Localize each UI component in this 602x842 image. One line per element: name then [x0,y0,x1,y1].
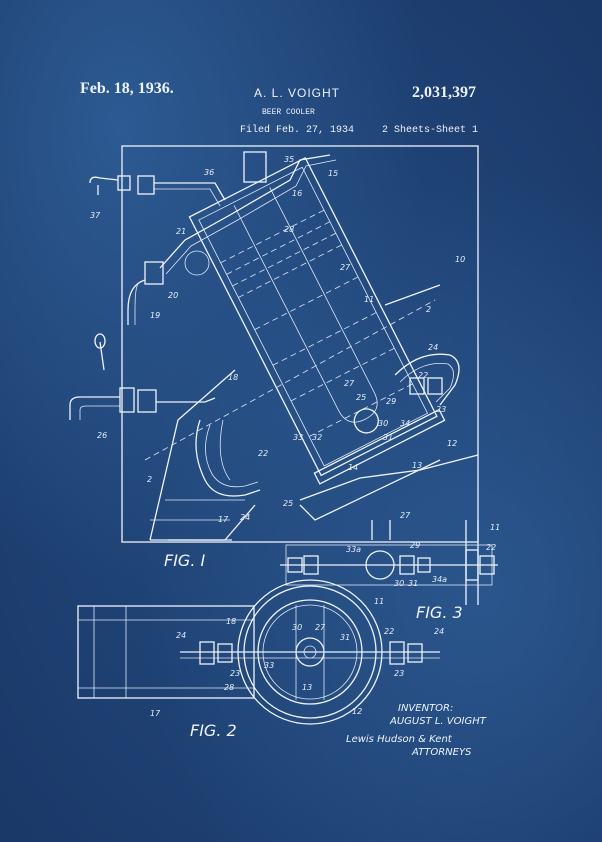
fig1-outer-cabinet [121,145,479,543]
fig1-top-fitting [243,151,267,183]
fig1-label: FIG. I [164,551,205,570]
svg-text:15: 15 [328,169,338,178]
svg-text:12: 12 [352,707,362,716]
svg-text:18: 18 [226,617,236,626]
fig1-tank [188,157,446,485]
svg-text:27: 27 [400,511,411,520]
fig1-stand-base [168,504,256,541]
svg-text:34: 34 [400,419,410,428]
svg-text:17: 17 [218,515,229,524]
svg-text:11: 11 [374,597,384,606]
fig3-reference-numerals: 27 11 22 33a 29 30 31 34a [346,511,500,588]
fig1-coil-pipe [195,419,261,497]
fig1-pipe-19 [127,279,146,325]
svg-text:26: 26 [97,431,107,440]
fig1-faucet-26 [69,396,120,420]
svg-text:22: 22 [486,543,496,552]
svg-text:14: 14 [348,463,358,472]
svg-text:13: 13 [412,461,422,470]
fig1-fitting-20 [144,261,164,285]
svg-text:25: 25 [283,499,293,508]
patent-date: Feb. 18, 1936. [80,80,174,97]
fig1-handle [99,341,105,371]
svg-text:11: 11 [364,295,374,304]
svg-text:28: 28 [284,225,294,234]
patent-number: 2,031,397 [412,84,476,101]
fig1-stand-left [149,369,236,541]
fig1-reference-numerals: 35 36 16 15 37 21 28 27 10 20 19 11 2 24… [90,155,465,524]
svg-text:34a: 34a [432,575,447,584]
svg-text:13: 13 [302,683,312,692]
svg-text:11: 11 [490,523,500,532]
svg-text:24: 24 [434,627,444,636]
svg-text:30: 30 [394,579,404,588]
svg-text:32: 32 [312,433,322,442]
svg-text:16: 16 [292,189,302,198]
svg-text:17: 17 [150,709,161,718]
svg-text:30: 30 [378,419,388,428]
svg-text:29: 29 [410,541,420,550]
svg-text:27: 27 [315,623,326,632]
svg-text:37: 37 [90,211,101,220]
svg-text:20: 20 [168,291,178,300]
fig1-right-coil [394,353,460,406]
svg-text:33: 33 [293,433,303,442]
svg-text:10: 10 [455,255,465,264]
svg-text:24: 24 [240,513,250,522]
svg-text:33a: 33a [346,545,361,554]
inventor-label: INVENTOR: [398,703,453,714]
svg-text:25: 25 [356,393,366,402]
svg-text:22: 22 [258,449,268,458]
attorneys-label: ATTORNEYS [411,747,472,758]
svg-text:23: 23 [394,669,404,678]
fig1-pipe-36 [154,182,226,201]
fig2-label: FIG. 2 [190,721,237,740]
svg-text:23: 23 [436,405,446,414]
svg-text:31: 31 [408,579,418,588]
svg-text:31: 31 [383,433,393,442]
svg-text:21: 21 [176,227,186,236]
fig3-label: FIG. 3 [416,603,463,622]
svg-text:2: 2 [147,475,152,484]
fig2-drawing [77,579,440,725]
svg-text:22: 22 [384,627,394,636]
fig1-upper-pipe [159,154,331,269]
fig1-cutaway-edge [299,454,479,501]
svg-text:36: 36 [204,168,214,177]
attorneys-signature: Lewis Hudson & Kent [346,734,453,745]
filed-date: Filed Feb. 27, 1934 [240,125,355,136]
inventor-header: A. L. VOIGHT [254,86,341,100]
svg-text:24: 24 [176,631,186,640]
svg-text:19: 19 [150,311,160,320]
svg-text:31: 31 [340,633,350,642]
svg-text:29: 29 [386,397,396,406]
svg-text:2: 2 [426,305,431,314]
fig1-section-line [144,299,436,461]
inventor-signature: AUGUST L. VOIGHT [389,716,487,727]
svg-text:27: 27 [344,379,355,388]
patent-title: BEER COOLER [262,108,315,117]
svg-text:33: 33 [264,661,274,670]
fig2-reference-numerals: 11 18 30 27 22 24 24 23 33 31 28 23 17 1… [150,597,444,718]
svg-text:28: 28 [224,683,234,692]
svg-text:24: 24 [428,343,438,352]
svg-text:22: 22 [418,371,428,380]
svg-text:12: 12 [447,439,457,448]
sheet-count: 2 Sheets-Sheet 1 [382,125,479,136]
fig1-drawing [69,145,479,543]
svg-text:18: 18 [228,373,238,382]
svg-text:30: 30 [292,623,302,632]
svg-text:23: 23 [230,669,240,678]
fig3-drawing [280,520,498,605]
svg-text:35: 35 [284,155,294,164]
fig1-faucet-37 [89,176,119,184]
svg-text:27: 27 [340,263,351,272]
